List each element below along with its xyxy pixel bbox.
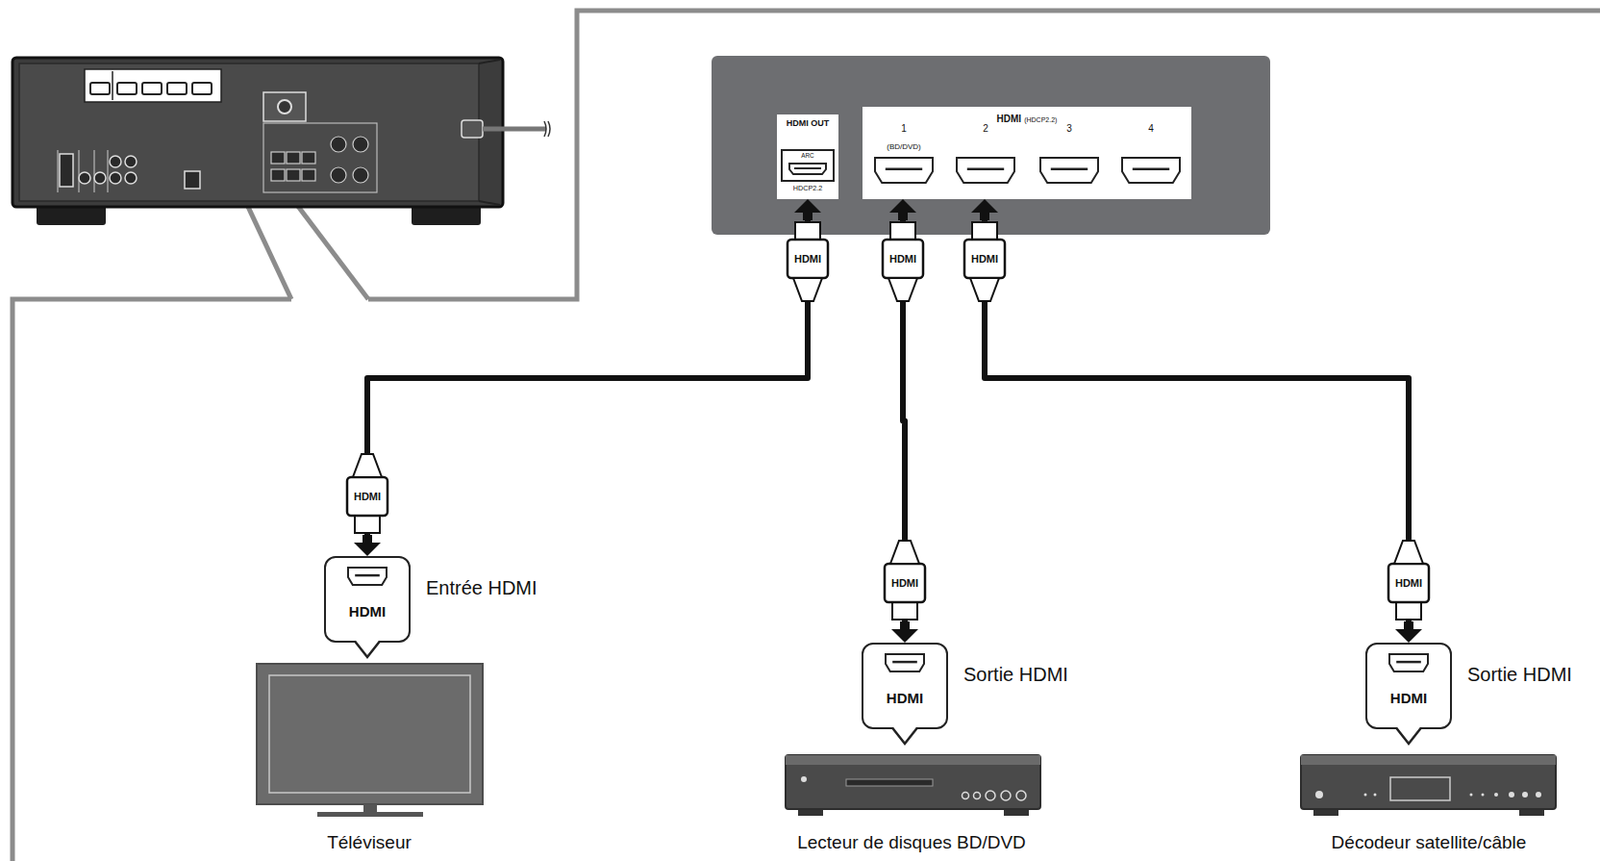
tv-illustration bbox=[256, 663, 483, 817]
device-name: Téléviseur bbox=[326, 832, 412, 853]
port-number: 4 bbox=[1141, 123, 1161, 134]
hdmi-out-box: HDMI OUT ARC HDCP2.2 bbox=[776, 114, 839, 200]
decoder-illustration bbox=[1300, 754, 1556, 816]
callout-bubble: HDMISortie HDMI bbox=[861, 642, 949, 729]
receiver-rear bbox=[12, 57, 550, 225]
plug-label: HDMI bbox=[890, 576, 920, 590]
hdmi-port bbox=[777, 115, 840, 220]
connector-type: HDMI bbox=[1367, 690, 1450, 707]
zoom-frame bbox=[12, 10, 1600, 861]
plug-label: HDMI bbox=[888, 252, 918, 266]
port-name: HDMI OUT bbox=[777, 119, 838, 129]
plug-label: HDMI bbox=[793, 252, 823, 266]
port-spec: HDCP2.2 bbox=[777, 184, 838, 193]
device-name: Décodeur satellite/câble bbox=[1331, 832, 1527, 853]
connector-role: Sortie HDMI bbox=[963, 663, 1069, 685]
port-tag: (BD/DVD) bbox=[865, 143, 943, 152]
plug-label: HDMI bbox=[970, 252, 1000, 266]
port-tag: ARC bbox=[777, 152, 838, 160]
plug-label: HDMI bbox=[352, 490, 382, 503]
bd-player-illustration bbox=[785, 754, 1041, 816]
port-group-name: HDMI bbox=[997, 113, 1023, 125]
connector-role: Entrée HDMI bbox=[425, 576, 538, 599]
port-number: 3 bbox=[1059, 123, 1079, 134]
port-group-heading: HDMI(HDCP2.2) bbox=[863, 108, 1191, 126]
hdmi-input-box: HDMI(HDCP2.2)1234(BD/DVD) bbox=[862, 106, 1192, 200]
connector-role: Sortie HDMI bbox=[1467, 663, 1573, 685]
hdmi-port bbox=[863, 107, 1193, 220]
connector-type: HDMI bbox=[325, 603, 409, 621]
plug-label: HDMI bbox=[1394, 576, 1424, 590]
hdmi-cable bbox=[347, 199, 828, 556]
rear-panel-zoom bbox=[711, 55, 1271, 235]
callout-bubble: HDMIEntrée HDMI bbox=[324, 555, 411, 643]
callout-bubble: HDMISortie HDMI bbox=[1365, 642, 1452, 729]
hdmi-cable bbox=[882, 199, 925, 643]
port-number: 1 bbox=[894, 123, 914, 134]
port-spec: (HDCP2.2) bbox=[1024, 116, 1057, 124]
connector-type: HDMI bbox=[863, 690, 947, 707]
device-name: Lecteur de disques BD/DVD bbox=[797, 832, 1026, 853]
port-number: 2 bbox=[975, 123, 996, 134]
hdmi-cable bbox=[964, 199, 1429, 643]
